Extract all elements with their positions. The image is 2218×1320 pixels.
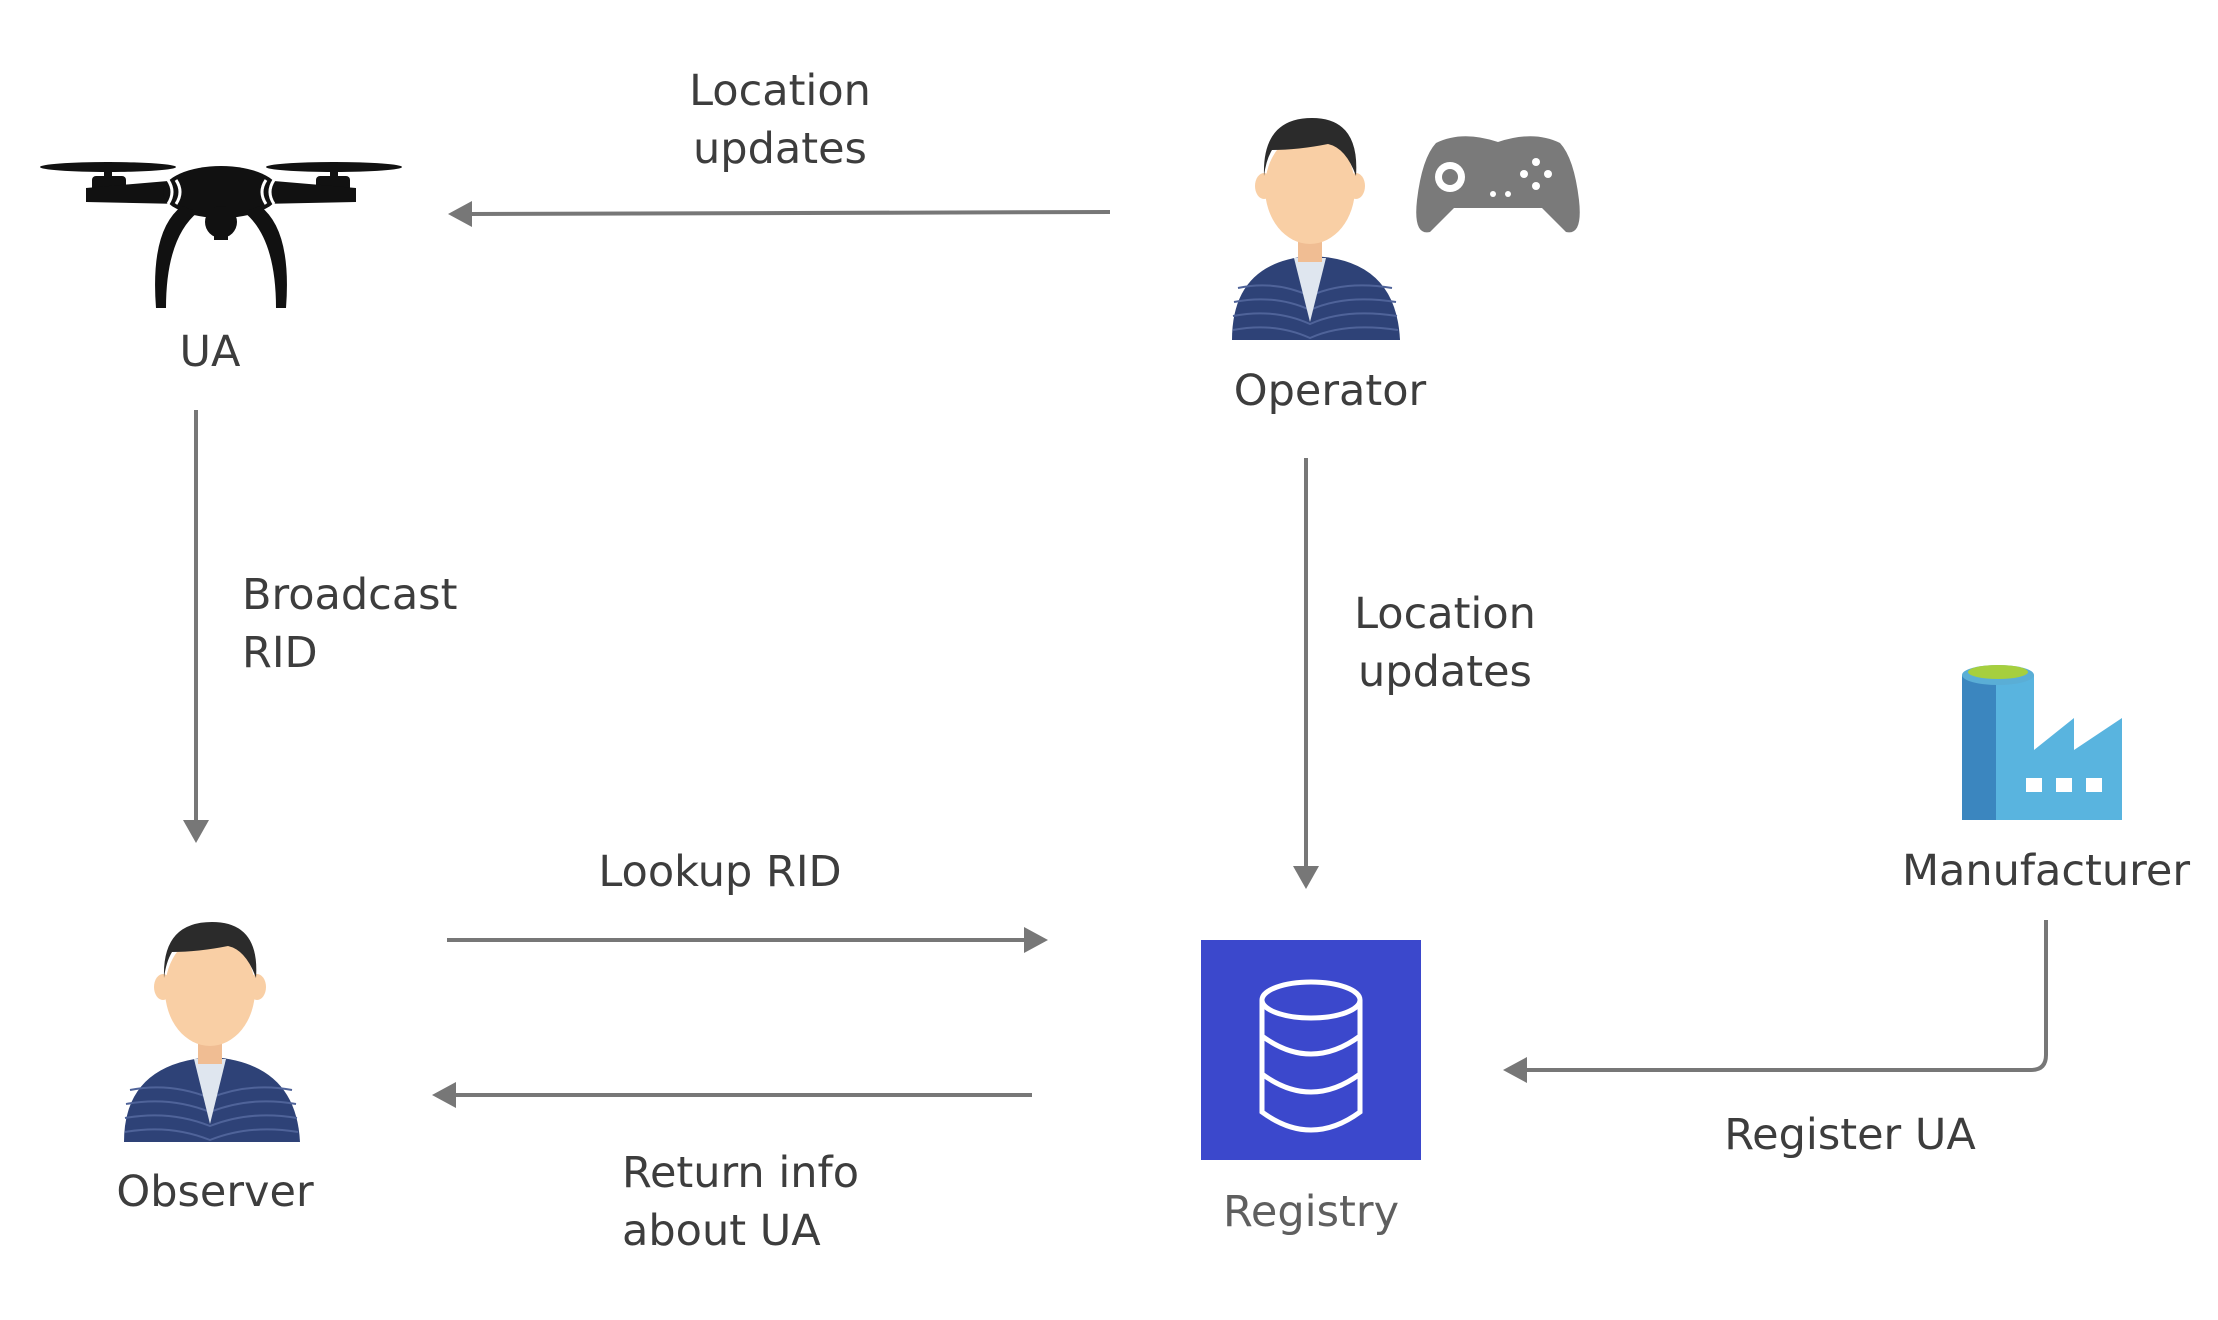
edge-label-line: updates bbox=[1358, 647, 1532, 697]
edge-label-observer-to-registry: Lookup RID bbox=[598, 847, 842, 897]
edge-operator-to-registry bbox=[1293, 458, 1319, 889]
node-label-registry: Registry bbox=[1222, 1187, 1400, 1237]
edge-manufacturer-to-registry bbox=[1503, 920, 2048, 1083]
edge-label-line: Broadcast bbox=[242, 570, 458, 620]
edge-label-registry-to-observer: Return info about UA bbox=[622, 1144, 859, 1260]
edge-label-line: Return info bbox=[622, 1148, 860, 1198]
gamepad-icon bbox=[1416, 136, 1580, 233]
node-label-ua: UA bbox=[179, 327, 241, 377]
observer-person-icon bbox=[124, 922, 300, 1142]
edge-label-line: about UA bbox=[622, 1206, 821, 1256]
node-label-operator: Operator bbox=[1233, 366, 1427, 416]
edge-label-line: updates bbox=[693, 124, 867, 174]
edge-label-operator-to-registry: Location updates bbox=[1325, 585, 1565, 701]
edge-registry-to-observer bbox=[432, 1082, 1032, 1108]
drone-icon bbox=[40, 162, 402, 308]
factory-icon bbox=[1962, 665, 2122, 820]
node-label-manufacturer: Manufacturer bbox=[1901, 846, 2191, 896]
drone-arm-stripes bbox=[166, 179, 276, 205]
registry-box bbox=[1201, 940, 1421, 1160]
edge-label-line: RID bbox=[242, 628, 318, 678]
edge-observer-to-registry bbox=[447, 927, 1048, 953]
database-icon bbox=[1259, 979, 1363, 1133]
edge-label-manufacturer-to-registry: Register UA bbox=[1724, 1110, 1976, 1160]
operator-person-icon bbox=[1232, 118, 1400, 340]
edge-ua-to-observer bbox=[183, 410, 209, 843]
edge-label-ua-to-observer: Broadcast RID bbox=[242, 566, 457, 682]
edge-operator-to-ua bbox=[448, 201, 1111, 227]
edge-label-line: Location bbox=[689, 66, 871, 116]
edge-label-line: Location bbox=[1354, 589, 1536, 639]
edge-label-operator-to-ua: Location updates bbox=[660, 62, 900, 178]
node-label-observer: Observer bbox=[116, 1167, 314, 1217]
